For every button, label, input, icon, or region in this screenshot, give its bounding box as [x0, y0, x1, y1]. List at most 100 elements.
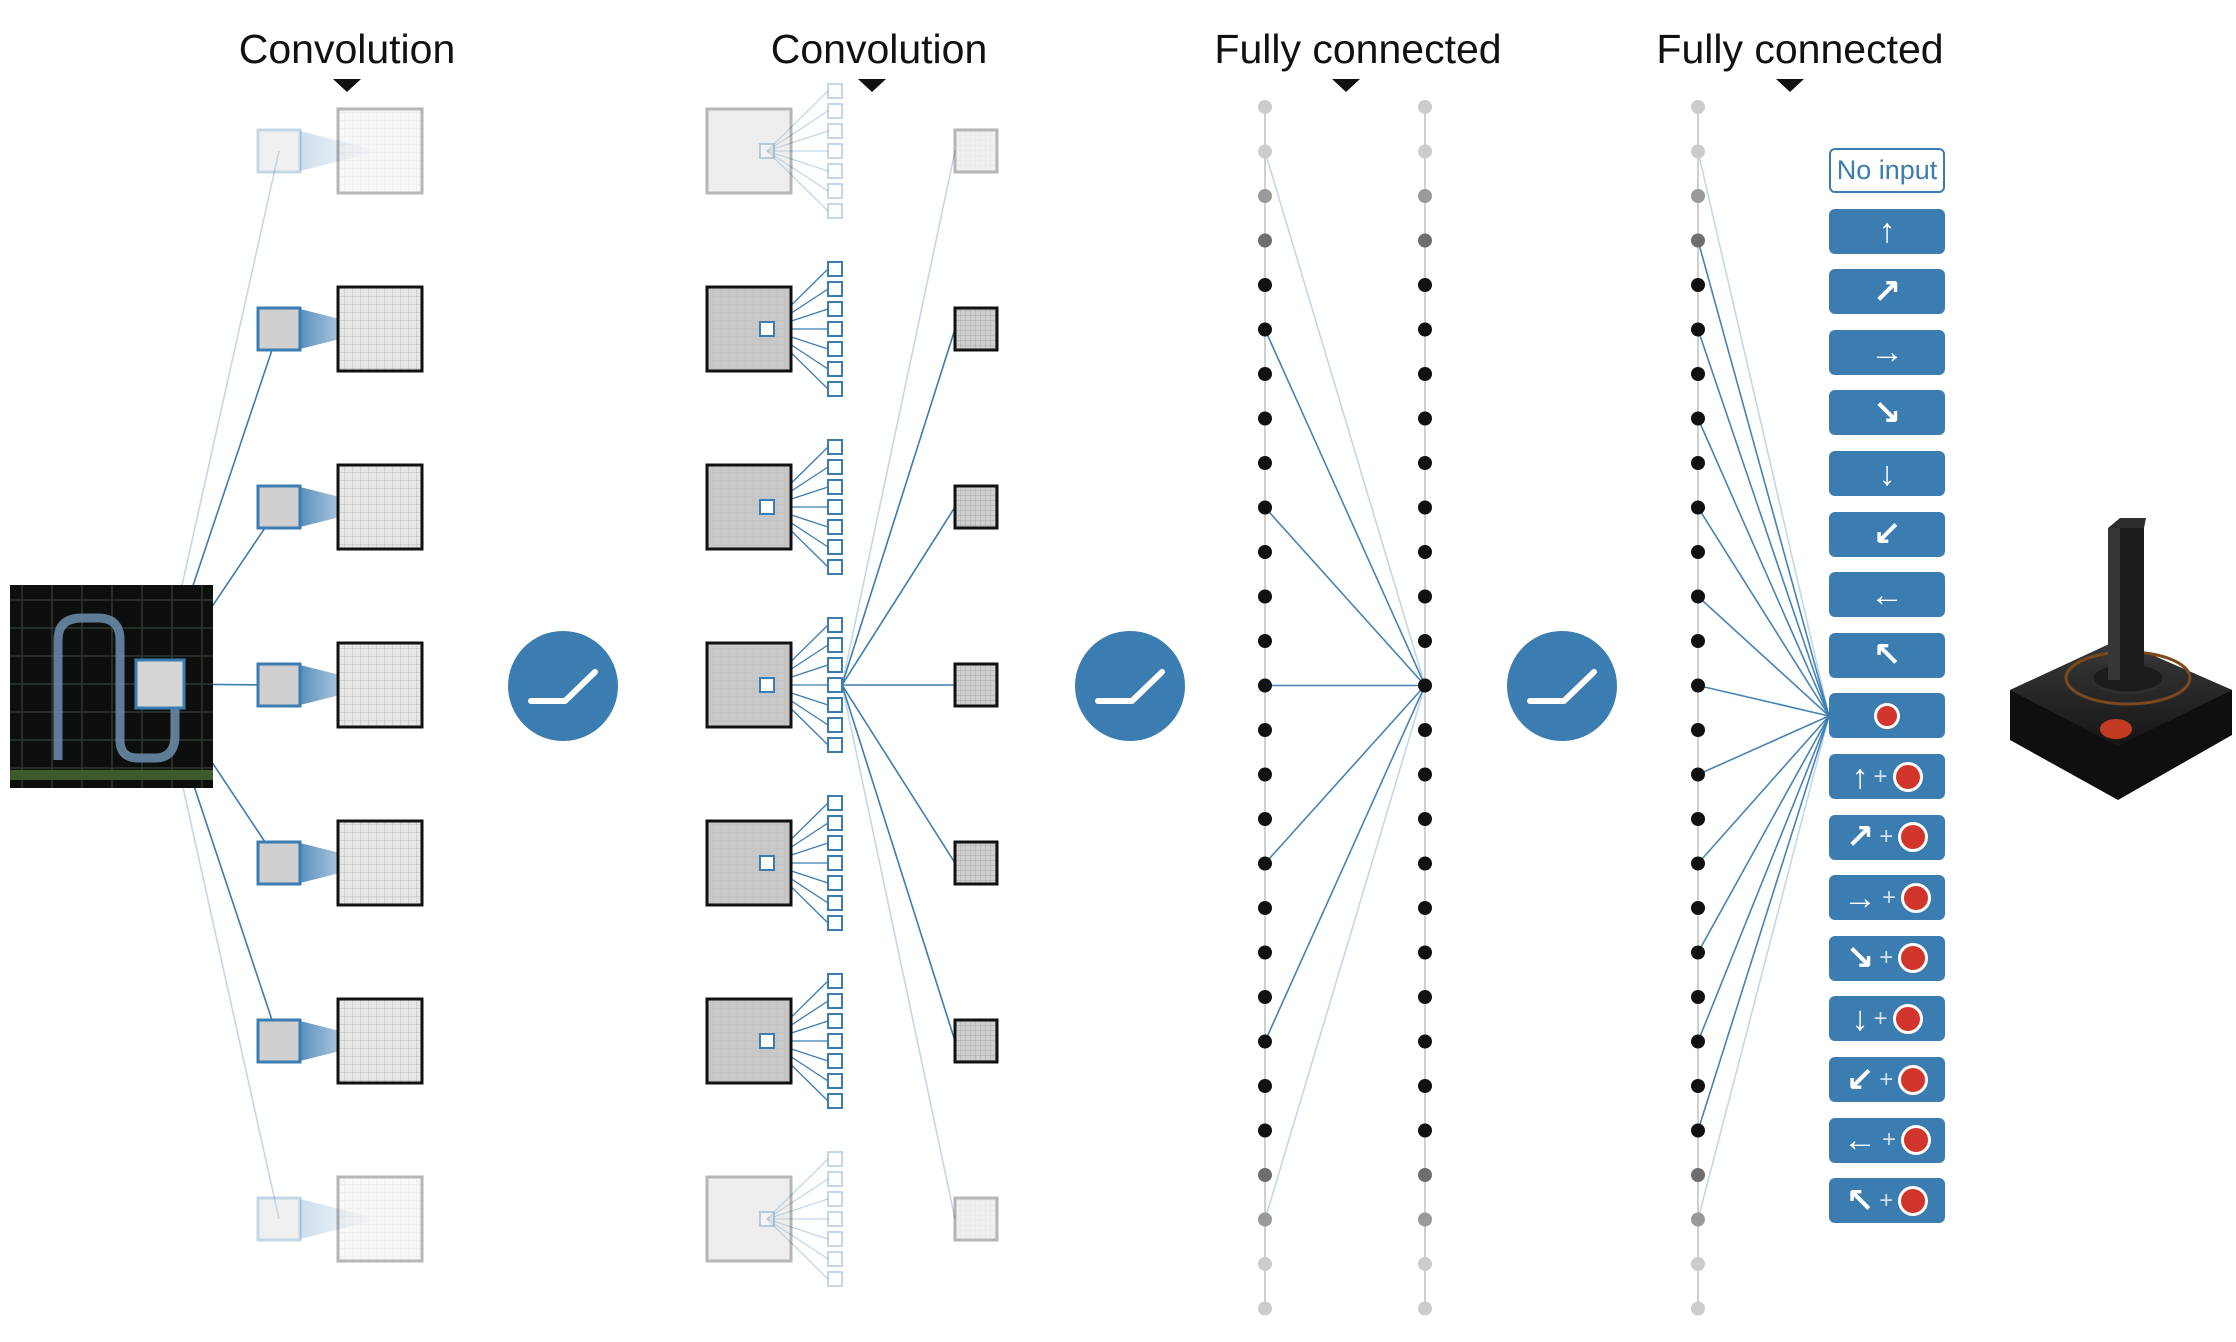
conv2-map-border: [705, 107, 793, 195]
conv2-kernel-cell: [827, 815, 843, 831]
conv2-output-line: [841, 684, 956, 1042]
action-arrow-up-left[interactable]: ↖: [1829, 632, 1945, 678]
conv2-out-border: [953, 662, 999, 708]
conv2-kernel-cell: [827, 519, 843, 535]
conv2-output-map: [953, 840, 999, 886]
fire-button-icon: [1898, 822, 1929, 853]
conv2-output-line: [841, 506, 956, 686]
fc-node: [1418, 100, 1432, 114]
conv2-kernel-cell: [827, 1271, 843, 1287]
fc-node: [1258, 500, 1272, 515]
fire-button-icon: [1901, 1125, 1931, 1156]
fc-node: [1691, 901, 1705, 915]
feature-map-border: [336, 819, 424, 907]
fc-node: [1691, 1168, 1705, 1182]
conv2-out-border: [953, 484, 999, 530]
caret-down-icon: [333, 79, 361, 92]
layer-title-conv2: Convolution: [770, 26, 988, 72]
fc-node: [1418, 767, 1432, 782]
conv2-output-line: [841, 684, 956, 864]
conv2-kernel-cell: [827, 479, 843, 495]
feature-map-border: [336, 285, 424, 373]
arrow-up-icon: ↑: [1878, 212, 1896, 251]
conv2-kernel-cell: [827, 915, 843, 931]
conv2-kernel-cell: [827, 677, 843, 693]
conv2-output-map: [953, 484, 999, 530]
fc-node: [1418, 901, 1432, 915]
conv2-kernel-cell: [827, 875, 843, 891]
fc-node: [1418, 189, 1432, 203]
conv2-kernel-cell: [827, 321, 843, 337]
conv2-kernel-cell: [827, 855, 843, 871]
fc1-connection: [1264, 506, 1426, 687]
fc-node: [1418, 634, 1432, 648]
fc1-connection: [1264, 685, 1426, 1042]
conv2-out-grid: [955, 1198, 997, 1240]
fc-node: [1258, 411, 1272, 426]
action-arrow-up-right-fire[interactable]: ↗+: [1829, 814, 1945, 860]
action-arrow-down-right-fire[interactable]: ↘+: [1829, 935, 1945, 981]
fc-node: [1258, 634, 1272, 648]
fc-node: [1258, 1079, 1272, 1093]
fc2-connection: [1697, 329, 1830, 717]
conv2-out-grid: [955, 308, 997, 350]
conv2-map-border: [705, 641, 793, 729]
joystick-icon: [2010, 518, 2232, 800]
action-arrow-up[interactable]: ↑: [1829, 208, 1945, 254]
conv2-kernel-cell: [827, 637, 843, 653]
fc2-connection: [1697, 715, 1830, 1131]
action-arrow-left-fire[interactable]: ←+: [1829, 1117, 1945, 1163]
conv2-input-map: [705, 1175, 793, 1263]
conv2-kernel-cell: [827, 203, 843, 219]
arrow-down-right-icon: ↘: [1872, 393, 1902, 432]
action-arrow-up-right[interactable]: ↗: [1829, 269, 1945, 315]
fc-node: [1258, 1257, 1272, 1271]
action-arrow-right-fire[interactable]: →+: [1829, 875, 1945, 921]
action-arrow-up-left-fire[interactable]: ↖+: [1829, 1178, 1945, 1224]
conv2-sample-point: [759, 499, 775, 515]
feature-map-border: [336, 641, 424, 729]
fc-node: [1258, 278, 1272, 292]
fc-node: [1258, 456, 1272, 470]
action-arrow-down-right[interactable]: ↘: [1829, 390, 1945, 436]
conv2-output-line: [841, 150, 956, 686]
action-arrow-down[interactable]: ↓: [1829, 451, 1945, 496]
action-arrow-down-fire[interactable]: ↓+: [1829, 996, 1945, 1042]
conv2-output-line: [841, 328, 956, 686]
screen-ground: [10, 770, 213, 780]
conv2-kernel-cell: [827, 1013, 843, 1029]
conv2-kernel-cell: [827, 499, 843, 515]
conv2-map-grid: [707, 287, 791, 371]
relu-circle: [508, 631, 618, 741]
conv2-kernel-cell: [827, 697, 843, 713]
feature-map-border: [336, 463, 424, 551]
conv1-feature-map: [336, 463, 424, 551]
conv2-kernel-cell: [827, 1231, 843, 1247]
action-arrow-left[interactable]: ←: [1829, 572, 1945, 618]
relu-circle: [1075, 631, 1185, 741]
fc-node: [1691, 189, 1705, 203]
conv2-map-border: [705, 285, 793, 373]
fc-node: [1691, 945, 1705, 960]
fc-node: [1418, 990, 1432, 1004]
conv2-output-map: [953, 1196, 999, 1242]
action-arrow-down-left[interactable]: ↙: [1829, 511, 1945, 557]
conv2-output-map: [953, 1018, 999, 1064]
action-label: No input: [1836, 155, 1938, 185]
fc-node: [1691, 589, 1705, 604]
action-no-input[interactable]: No input: [1829, 148, 1945, 193]
arrow-left-icon: ←: [1870, 575, 1904, 614]
fc-node: [1691, 767, 1705, 782]
feature-map-grid: [338, 465, 422, 549]
action-arrow-up-fire[interactable]: ↑+: [1829, 754, 1945, 799]
action-fire[interactable]: [1829, 693, 1945, 739]
fc-node: [1258, 1168, 1272, 1182]
fc-node: [1418, 1079, 1432, 1093]
conv1-kernel: [256, 128, 302, 174]
action-arrow-right[interactable]: →: [1829, 329, 1945, 375]
conv2-kernel-cell: [827, 993, 843, 1009]
relu-curve: [528, 669, 598, 704]
action-arrow-down-left-fire[interactable]: ↙+: [1829, 1057, 1945, 1102]
fc-node: [1691, 1257, 1705, 1271]
